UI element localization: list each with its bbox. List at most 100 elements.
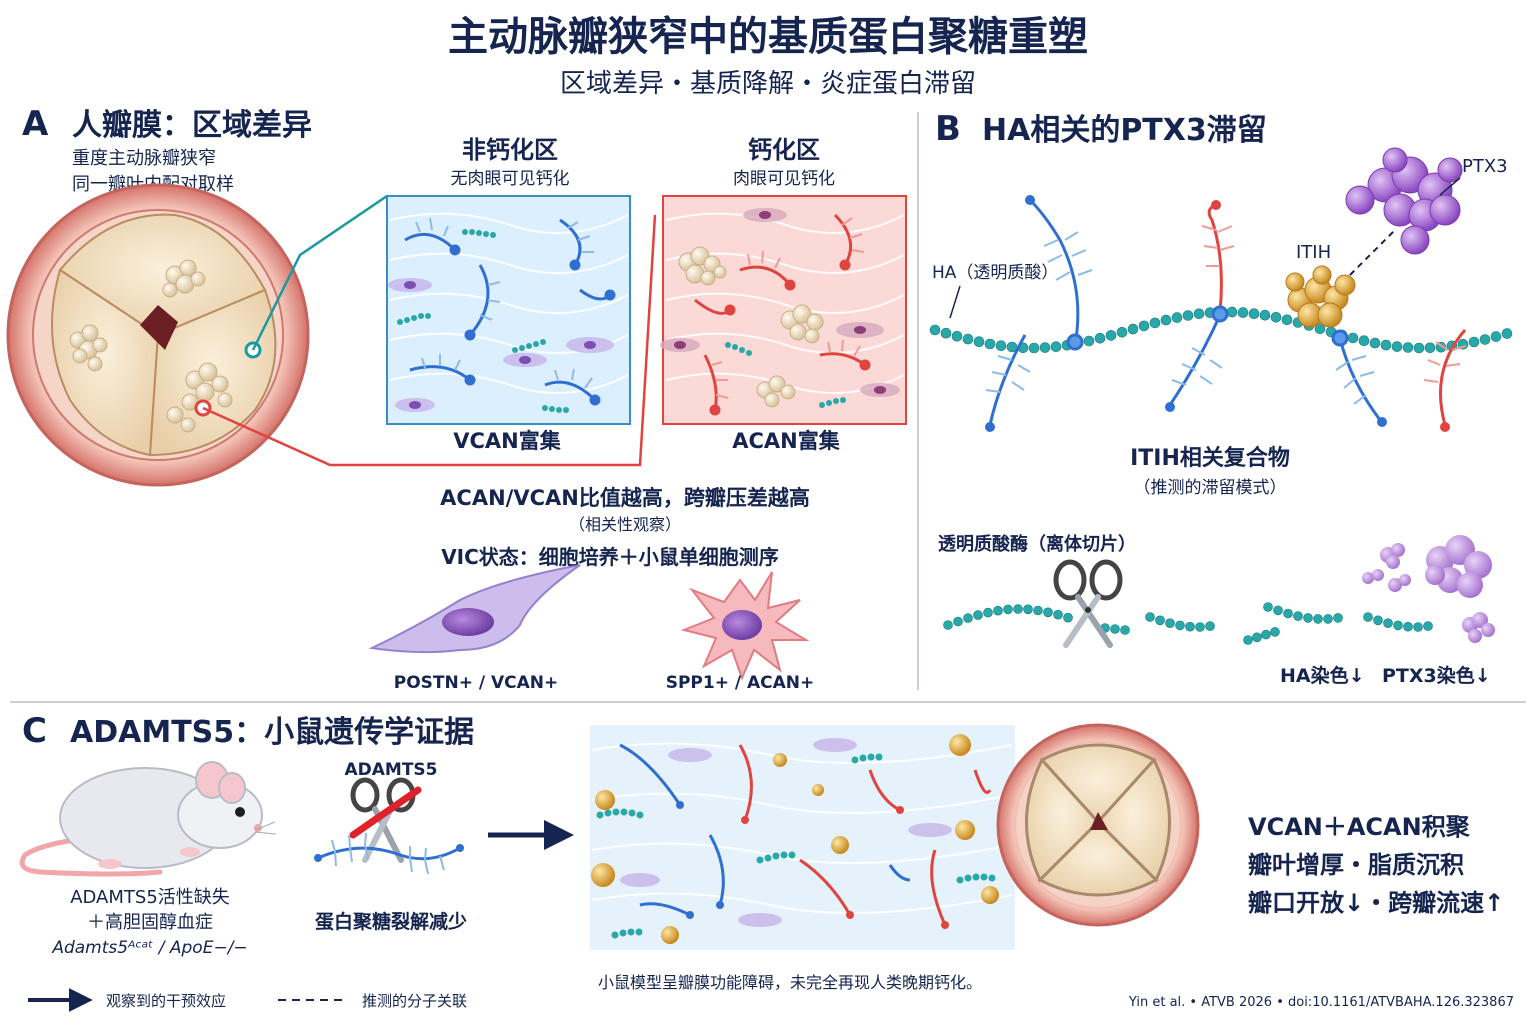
postn-vcan-label: POSTN+ / VCAN+ xyxy=(394,673,559,693)
ha-bead xyxy=(1383,618,1393,629)
mouse-condition-line2: ＋高胆固醇血症 xyxy=(87,912,213,933)
ha-bead xyxy=(1369,337,1381,349)
complex-title: ITIH相关复合物 xyxy=(1130,445,1290,471)
ha-bead xyxy=(1149,317,1161,329)
figure-subtitle: 区域差异・基质降解・炎症蛋白滞留 xyxy=(560,69,976,99)
panel-a-title: 人瓣膜：区域差异 xyxy=(72,108,312,143)
noncalc-cells xyxy=(388,278,614,412)
ha-bead xyxy=(1205,621,1215,631)
ha-bead xyxy=(1083,335,1095,347)
ptx3-label: PTX3 xyxy=(1462,156,1508,177)
acan-side-chains xyxy=(711,217,865,399)
itih-label: ITIH xyxy=(1296,242,1331,263)
ha-bead xyxy=(951,330,963,342)
ptx3-stain-result: PTX3染色↓ xyxy=(1382,664,1491,687)
ha-bead xyxy=(1252,632,1262,643)
cleavage-result: 蛋白聚糖裂解减少 xyxy=(315,910,467,933)
panel-a-letter: A xyxy=(22,104,49,144)
calc-tissue-box xyxy=(660,195,907,425)
ha-leader-line xyxy=(949,285,961,319)
ha-bead xyxy=(1347,332,1359,344)
ha-bead xyxy=(1053,609,1063,620)
ha-bead xyxy=(1171,312,1183,323)
ha-bead xyxy=(1105,330,1117,341)
result-line2: 瓣叶增厚・脂质沉积 xyxy=(1248,851,1464,879)
ha-bead xyxy=(1403,621,1413,632)
ha-fragments xyxy=(943,602,1433,645)
calc-connector xyxy=(202,214,657,467)
ha-bead xyxy=(1424,342,1436,354)
noncalc-connector xyxy=(251,194,388,351)
complex-note: （推测的滞留模式） xyxy=(1134,478,1287,498)
result-line3: 瓣口开放↓・跨瓣流速↑ xyxy=(1248,889,1504,917)
ha-bead xyxy=(1413,342,1425,354)
noncalc-enrichment-label: VCAN富集 xyxy=(453,429,561,453)
ha-bead xyxy=(929,324,941,336)
ha-bead xyxy=(1110,624,1120,634)
ha-bead xyxy=(1138,320,1150,332)
panel-b: B HA相关的PTX3滞留 HA（透明质酸） xyxy=(929,109,1513,687)
ha-bead xyxy=(1182,310,1194,321)
proteoglycan-side-chains-b xyxy=(985,225,1467,405)
ha-bead xyxy=(1391,341,1403,352)
noncalc-title: 非钙化区 xyxy=(462,136,558,164)
ha-bead xyxy=(984,338,996,350)
spp1-acan-label: SPP1+ / ACAN+ xyxy=(666,673,815,693)
calc-subtitle: 肉眼可见钙化 xyxy=(733,169,835,189)
ha-bead xyxy=(1063,612,1073,623)
ha-chains-calc xyxy=(725,342,846,408)
panel-b-title: HA相关的PTX3滞留 xyxy=(982,113,1267,148)
ha-bead xyxy=(995,340,1007,352)
ha-bead xyxy=(1393,620,1403,631)
ha-bead xyxy=(1050,341,1062,353)
ha-bead xyxy=(1261,629,1271,640)
legend-solid-label: 观察到的干预效应 xyxy=(106,992,226,1010)
ha-bead xyxy=(1226,306,1238,318)
ha-bead xyxy=(1314,323,1326,335)
legend: 观察到的干预效应 推测的分子关联 xyxy=(28,988,467,1012)
itih-ptx3-dashed-link xyxy=(1349,229,1396,276)
noncalc-tissue-box xyxy=(386,195,631,425)
noncalc-subtitle: 无肉眼可见钙化 xyxy=(451,169,570,189)
intact-proteoglycan xyxy=(314,832,464,875)
ha-bead xyxy=(962,333,974,345)
ha-bead xyxy=(1003,604,1013,615)
ha-bead xyxy=(1281,314,1293,326)
ha-bead xyxy=(1413,622,1423,632)
calc-deposits xyxy=(678,246,824,408)
ha-bead xyxy=(1468,336,1480,348)
ha-bead xyxy=(1248,308,1260,320)
ha-bead xyxy=(993,605,1003,616)
scissors-icon xyxy=(1053,559,1123,648)
vcan-molecules xyxy=(404,218,616,406)
ha-bead xyxy=(1293,611,1303,621)
ha-bead xyxy=(1013,604,1023,614)
panel-a: A 人瓣膜：区域差异 重度主动脉瓣狭窄 同一瓣叶内配对取样 非钙化区 无肉眼可见… xyxy=(6,104,907,693)
ha-bead xyxy=(1145,612,1155,622)
ha-stain-result: HA染色↓ xyxy=(1280,664,1365,687)
itih-complex xyxy=(1285,265,1356,328)
ha-bead xyxy=(1175,620,1185,631)
ha-bead xyxy=(1243,635,1253,645)
ha-bead xyxy=(963,613,973,623)
human-valve-illustration xyxy=(6,183,310,487)
mouse-tissue-matrix xyxy=(590,725,1015,950)
ha-bead xyxy=(1263,602,1273,612)
ha-bead xyxy=(1380,339,1392,351)
ha-bead xyxy=(1043,607,1053,618)
mouse-condition-line1: ADAMTS5活性缺失 xyxy=(70,887,230,908)
citation: Yin et al. • ATVB 2026 • doi:10.1161/ATV… xyxy=(1128,995,1514,1010)
ha-bead xyxy=(1270,311,1282,323)
ha-bead xyxy=(1195,622,1205,632)
ptx3-fragments xyxy=(1362,535,1495,643)
ha-bead xyxy=(1039,342,1051,353)
ha-bead xyxy=(953,616,963,627)
ha-bead xyxy=(1028,342,1040,354)
ha-bead xyxy=(1358,335,1370,347)
ratio-statement: ACAN/VCAN比值越高，跨瓣压差越高 xyxy=(440,486,810,510)
panel-c-letter: C xyxy=(22,711,47,751)
lipid-droplets xyxy=(591,734,999,944)
ha-bead xyxy=(1155,615,1165,626)
ha-bead xyxy=(1423,621,1433,631)
